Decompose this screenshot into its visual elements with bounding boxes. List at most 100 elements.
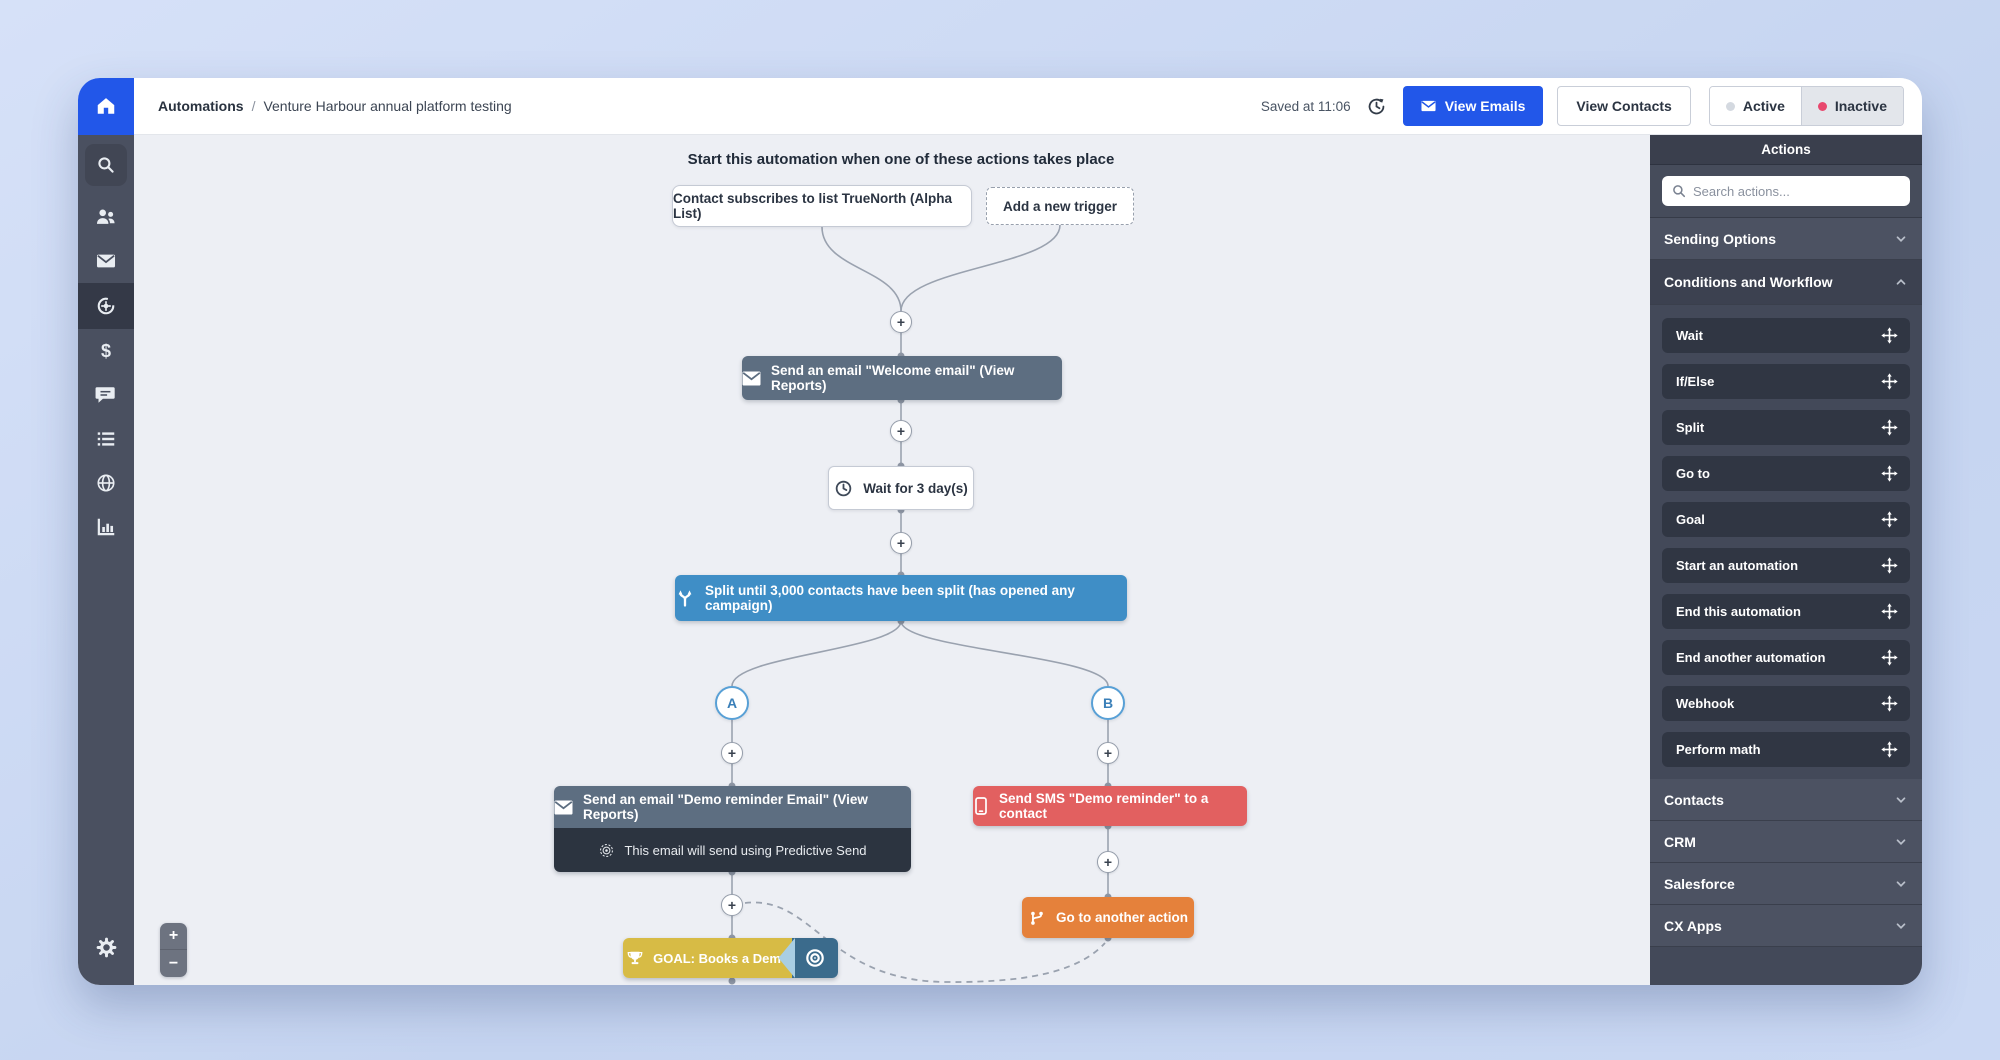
node-send-welcome-email[interactable]: Send an email "Welcome email" (View Repo… bbox=[742, 356, 1062, 400]
active-label: Active bbox=[1742, 98, 1785, 114]
list-icon bbox=[95, 428, 117, 450]
node-go-to-another-action[interactable]: Go to another action bbox=[1022, 897, 1194, 938]
node-send-demo-reminder-email[interactable]: Send an email "Demo reminder Email" (Vie… bbox=[554, 786, 911, 872]
sidebar-item-search[interactable] bbox=[85, 144, 127, 186]
sidebar-item-deals[interactable]: $ bbox=[78, 329, 134, 373]
add-action-button[interactable]: + bbox=[890, 311, 912, 333]
item-label: Go to bbox=[1676, 466, 1710, 481]
add-new-trigger-button[interactable]: Add a new trigger bbox=[986, 187, 1134, 225]
breadcrumb-current: Venture Harbour annual platform testing bbox=[263, 98, 512, 114]
node-label: Send SMS "Demo reminder" to a contact bbox=[999, 791, 1209, 821]
action-item-if-else[interactable]: If/Else bbox=[1662, 364, 1910, 399]
automation-canvas[interactable]: Start this automation when one of these … bbox=[134, 135, 1650, 985]
node-send-sms[interactable]: Send SMS "Demo reminder" to a contact bbox=[973, 786, 1247, 826]
goal-main: GOAL: Books a Demo bbox=[623, 938, 792, 978]
chevron-down-icon bbox=[1896, 838, 1906, 845]
move-icon bbox=[1881, 511, 1898, 528]
chevron-down-icon bbox=[1896, 235, 1906, 242]
action-item-goal[interactable]: Goal bbox=[1662, 502, 1910, 537]
item-label: End this automation bbox=[1676, 604, 1801, 619]
view-emails-label: View Emails bbox=[1444, 98, 1526, 114]
sidebar-item-lists[interactable] bbox=[78, 417, 134, 461]
item-label: Goal bbox=[1676, 512, 1705, 527]
add-action-button[interactable]: + bbox=[890, 420, 912, 442]
add-action-button[interactable]: + bbox=[890, 532, 912, 554]
action-item-wait[interactable]: Wait bbox=[1662, 318, 1910, 353]
status-toggle-active[interactable]: Active bbox=[1709, 87, 1801, 125]
search-box bbox=[1662, 176, 1910, 206]
node-wait[interactable]: Wait for 3 day(s) bbox=[828, 466, 974, 510]
view-contacts-button[interactable]: View Contacts bbox=[1557, 86, 1691, 126]
action-item-end-this-automation[interactable]: End this automation bbox=[1662, 594, 1910, 629]
envelope-icon bbox=[554, 800, 573, 815]
deals-icon: $ bbox=[100, 340, 111, 361]
sidebar-item-conversations[interactable] bbox=[78, 373, 134, 417]
trigger-node-list-subscribe[interactable]: Contact subscribes to list TrueNorth (Al… bbox=[672, 185, 972, 227]
breadcrumb-root[interactable]: Automations bbox=[158, 98, 244, 114]
sidebar-item-settings[interactable] bbox=[78, 925, 134, 969]
envelope-icon bbox=[95, 250, 117, 272]
action-item-webhook[interactable]: Webhook bbox=[1662, 686, 1910, 721]
action-item-go-to[interactable]: Go to bbox=[1662, 456, 1910, 491]
envelope-icon bbox=[742, 371, 761, 386]
item-label: If/Else bbox=[1676, 374, 1715, 389]
actions-search-area bbox=[1650, 165, 1922, 218]
section-sending-options[interactable]: Sending Options bbox=[1650, 218, 1922, 260]
top-bar: Automations / Venture Harbour annual pla… bbox=[78, 78, 1922, 135]
history-icon[interactable] bbox=[1365, 94, 1389, 118]
plus-icon: + bbox=[896, 314, 906, 330]
plus-icon: + bbox=[727, 745, 737, 761]
gear-icon bbox=[96, 937, 117, 958]
node-label: Split until 3,000 contacts have been spl… bbox=[705, 583, 1075, 613]
sidebar-item-website[interactable] bbox=[78, 461, 134, 505]
node-label: Send an email "Demo reminder Email" (Vie… bbox=[583, 792, 868, 822]
plus-icon: + bbox=[727, 897, 737, 913]
app-window: Automations / Venture Harbour annual pla… bbox=[78, 78, 1922, 985]
branch-a-circle[interactable]: A bbox=[715, 686, 749, 720]
search-actions-input[interactable] bbox=[1662, 176, 1910, 206]
breadcrumb: Automations / Venture Harbour annual pla… bbox=[158, 98, 512, 114]
section-cx-apps[interactable]: CX Apps bbox=[1650, 905, 1922, 947]
add-action-button[interactable]: + bbox=[721, 742, 743, 764]
action-item-start-an-automation[interactable]: Start an automation bbox=[1662, 548, 1910, 583]
add-action-button[interactable]: + bbox=[721, 894, 743, 916]
inactive-label: Inactive bbox=[1834, 98, 1887, 114]
section-label: CX Apps bbox=[1664, 917, 1722, 934]
action-item-perform-math[interactable]: Perform math bbox=[1662, 732, 1910, 767]
view-emails-button[interactable]: View Emails bbox=[1402, 86, 1544, 126]
saved-status: Saved at 11:06 bbox=[1260, 98, 1351, 114]
search-icon bbox=[1673, 185, 1686, 198]
plus-icon: + bbox=[1103, 745, 1113, 761]
add-action-button[interactable]: + bbox=[1097, 742, 1119, 764]
node-goal-books-a-demo[interactable]: GOAL: Books a Demo bbox=[623, 938, 838, 978]
move-icon bbox=[1881, 327, 1898, 344]
sidebar-item-reports[interactable] bbox=[78, 505, 134, 549]
move-icon bbox=[1881, 603, 1898, 620]
home-icon bbox=[95, 95, 117, 117]
branch-icon bbox=[1028, 909, 1046, 927]
status-toggle-inactive[interactable]: Inactive bbox=[1800, 87, 1903, 125]
sidebar-item-automations[interactable] bbox=[78, 283, 134, 329]
home-button[interactable] bbox=[78, 78, 134, 135]
action-item-end-another-automation[interactable]: End another automation bbox=[1662, 640, 1910, 675]
section-salesforce[interactable]: Salesforce bbox=[1650, 863, 1922, 905]
section-crm[interactable]: CRM bbox=[1650, 821, 1922, 863]
split-icon bbox=[675, 588, 695, 608]
add-action-button[interactable]: + bbox=[1097, 851, 1119, 873]
sidebar-item-email[interactable] bbox=[78, 239, 134, 283]
chevron-down-icon bbox=[1896, 880, 1906, 887]
zoom-out-button[interactable]: − bbox=[160, 950, 187, 977]
contacts-icon bbox=[95, 206, 117, 228]
panel-filler bbox=[1650, 947, 1922, 985]
action-item-split[interactable]: Split bbox=[1662, 410, 1910, 445]
add-trigger-label: Add a new trigger bbox=[1002, 198, 1117, 214]
section-contacts[interactable]: Contacts bbox=[1650, 779, 1922, 821]
zoom-in-button[interactable]: + bbox=[160, 923, 187, 950]
email-icon bbox=[1421, 100, 1436, 112]
sidebar-nav: $ bbox=[78, 135, 134, 985]
node-label: Go to another action bbox=[1055, 910, 1188, 925]
node-split[interactable]: Split until 3,000 contacts have been spl… bbox=[675, 575, 1127, 621]
sidebar-item-contacts[interactable] bbox=[78, 195, 134, 239]
branch-b-circle[interactable]: B bbox=[1091, 686, 1125, 720]
section-conditions-and-workflow[interactable]: Conditions and Workflow bbox=[1650, 260, 1922, 305]
